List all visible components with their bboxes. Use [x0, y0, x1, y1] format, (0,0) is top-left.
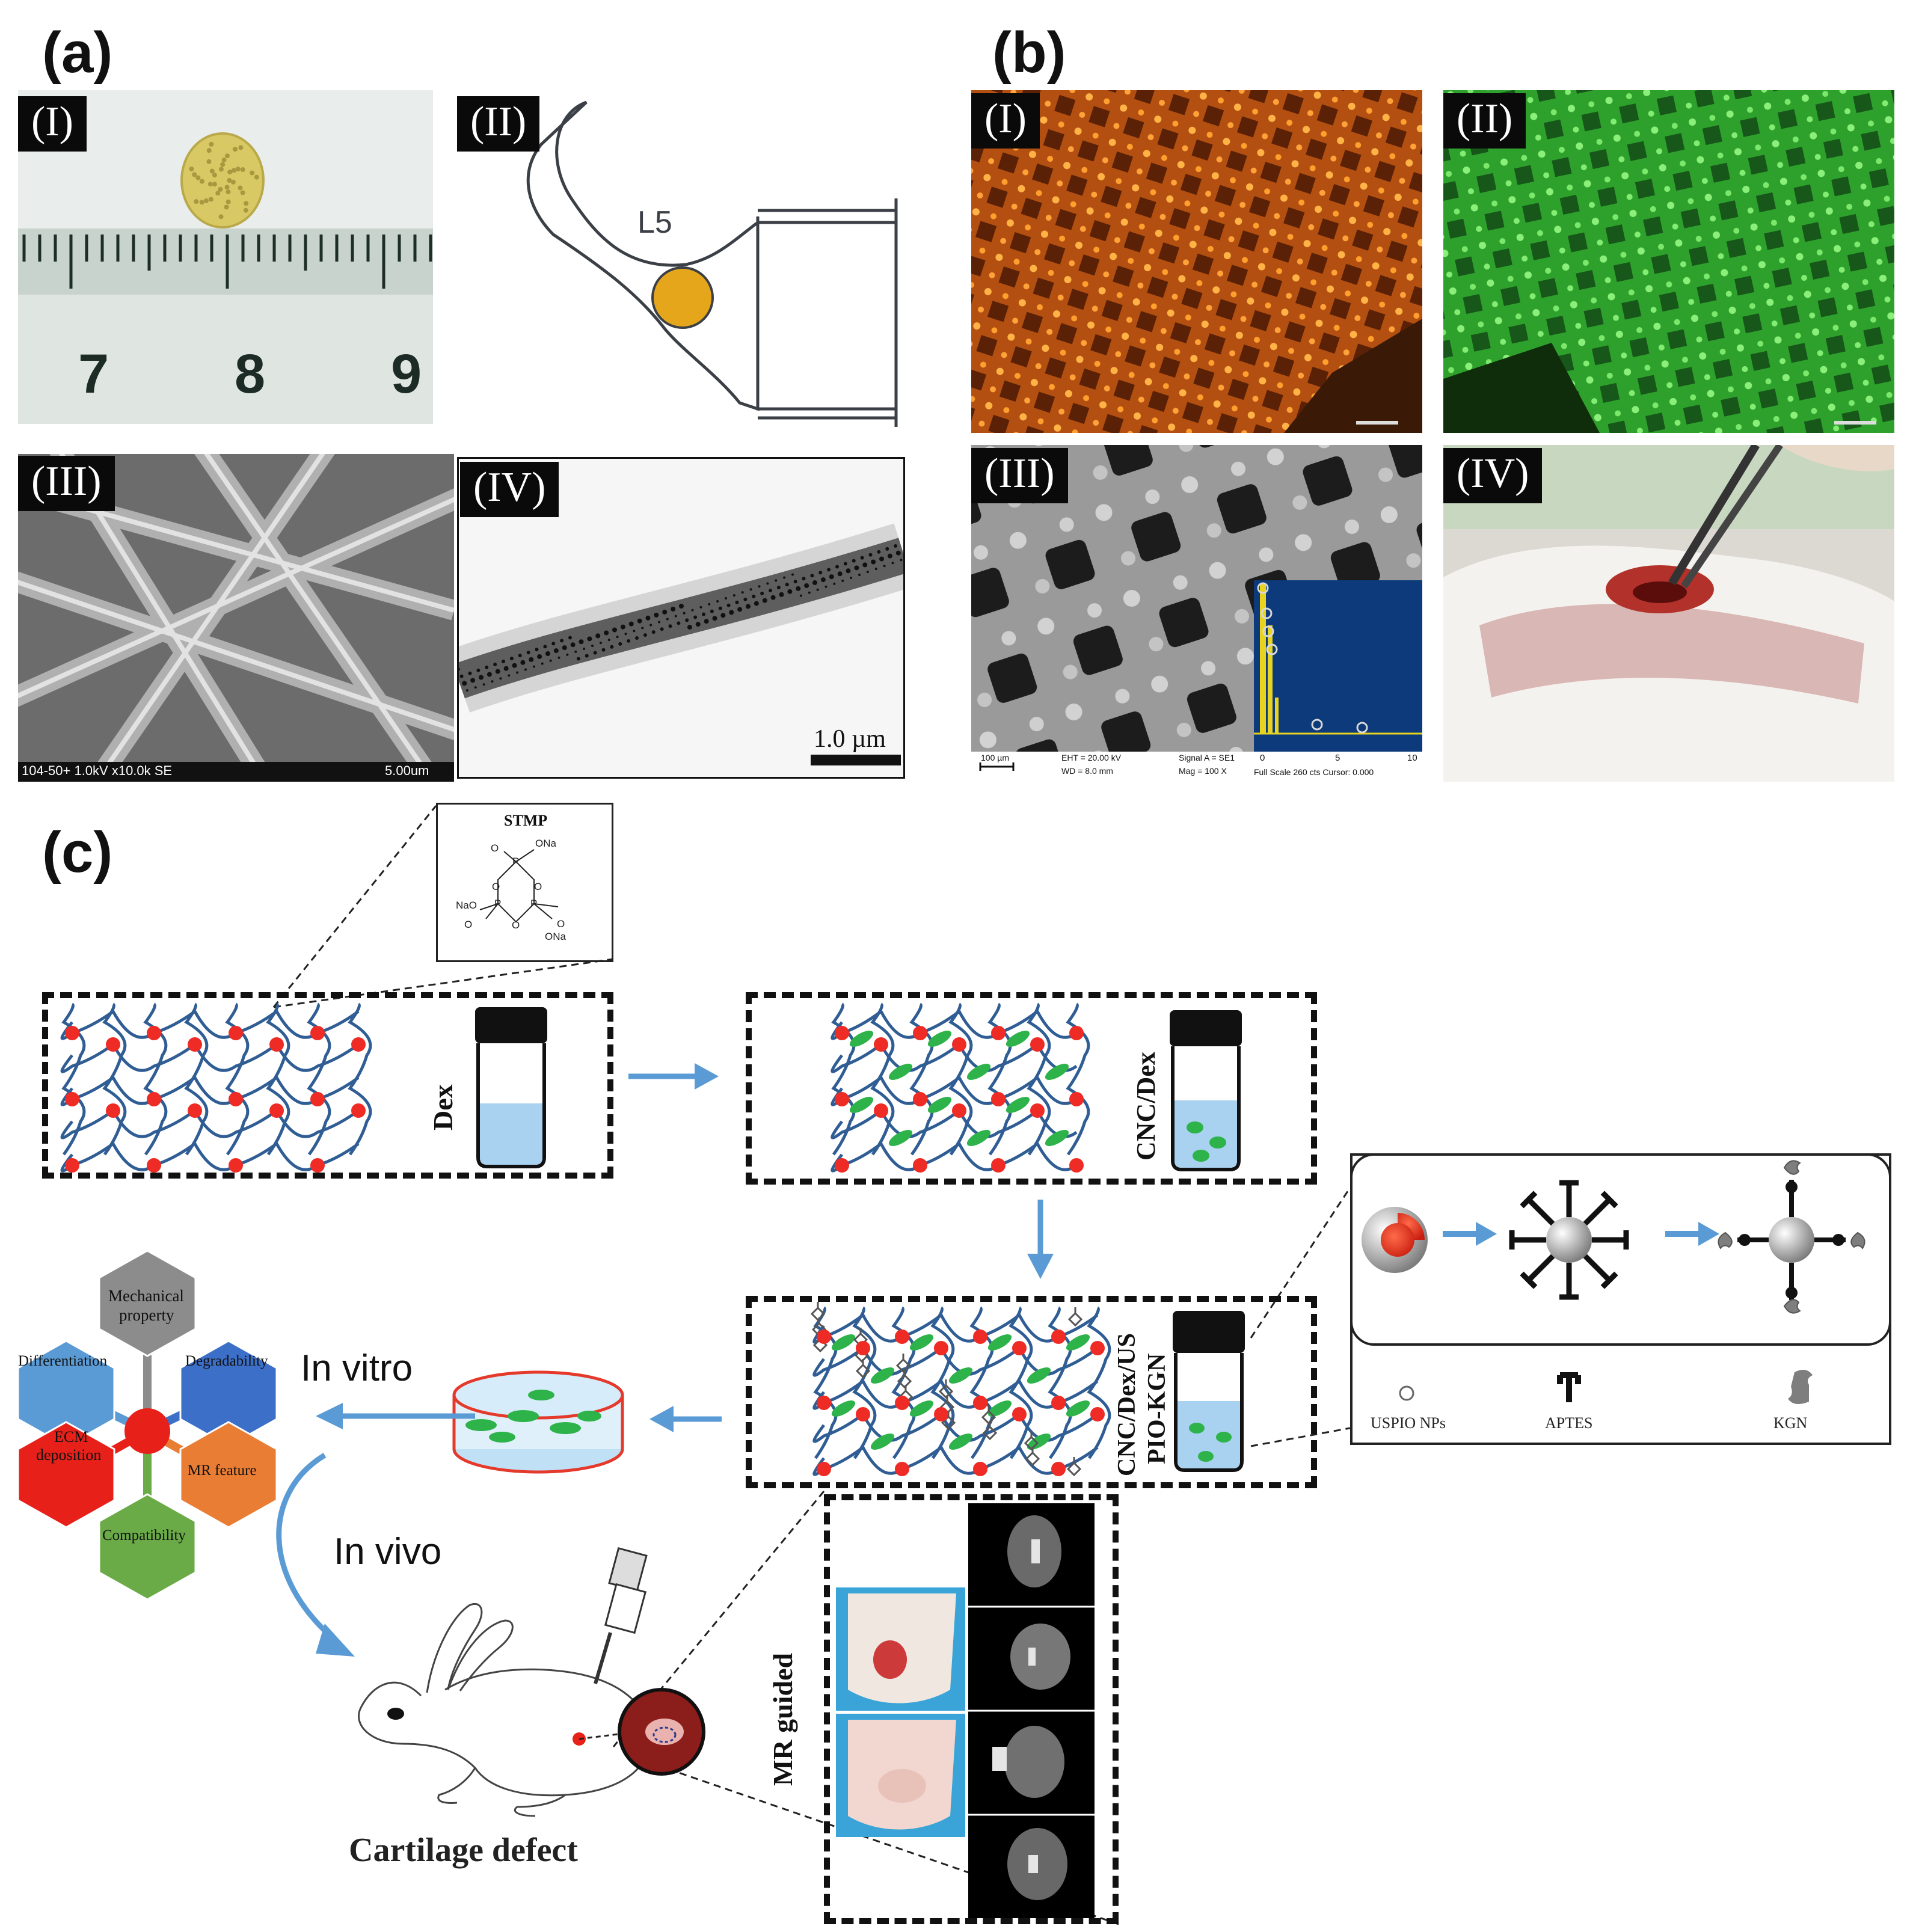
panel-a-letter: (a): [42, 20, 113, 85]
uspio-functionalization-box: USPIO NPs APTES KGN: [1350, 1153, 1891, 1445]
svg-text:O: O: [491, 842, 499, 854]
hex-degradability: Degradability: [185, 1353, 268, 1369]
knee-photo-2-drawing: [848, 1720, 956, 1830]
tem-fiber: [459, 523, 903, 765]
tem-scale: 1.0 µm: [814, 725, 886, 753]
hex-mr-feature: MR feature: [188, 1462, 257, 1479]
dex-network: [60, 1002, 372, 1173]
svg-text:O: O: [492, 881, 500, 892]
ruler-photo: 7 8 9: [18, 90, 433, 424]
knee-photo-1-drawing: [848, 1593, 956, 1704]
eds-axis-10: 10: [1407, 753, 1417, 763]
sem-footer: 104-50+ 1.0kV x10.0k SE: [22, 763, 173, 778]
knee-photo-1: [836, 1587, 965, 1711]
dex-vial: [475, 1007, 547, 1168]
ruler-number-7: 7: [78, 343, 109, 405]
tag-b-IV: (IV): [1443, 448, 1543, 503]
arrow-in-vitro: [316, 1403, 475, 1429]
stmp-nao: NaO: [456, 900, 477, 911]
arrow-dex-to-cnc: [628, 1063, 719, 1090]
uspio-label-line1: CNC/Dex/US: [1113, 1333, 1141, 1476]
legend-aptes: APTES: [1545, 1414, 1593, 1432]
hex-mechanical-2: property: [119, 1306, 174, 1324]
fluorescence-orange-image: [971, 90, 1422, 433]
sem-b-info-1: EHT = 20.00 kV: [1061, 753, 1121, 762]
panel-b-letter: (b): [992, 20, 1066, 85]
mr-guided-label: MR guided: [767, 1652, 798, 1786]
svg-text:P: P: [494, 898, 501, 909]
svg-text:O: O: [512, 919, 520, 931]
cnc-dex-label: CNC/Dex: [1131, 1052, 1161, 1161]
uspio-vial: [1173, 1311, 1245, 1472]
mr-guided-box: [824, 1494, 1119, 1924]
dex-hydrogel-box: Dex: [42, 992, 613, 1179]
scaffold-disk: [452, 1370, 624, 1474]
stmp-ona-bottom: ONa: [545, 931, 566, 942]
sem-b-info-2: WD = 8.0 mm: [1061, 766, 1113, 776]
panel-c-letter: (c): [42, 820, 113, 885]
eds-axis-5: 5: [1335, 753, 1340, 763]
cnc-dex-box: CNC/Dex: [746, 992, 1317, 1185]
uspio-scheme: [1362, 1160, 1865, 1404]
tag-b-I: (I): [971, 93, 1040, 149]
surgery-scene: [1443, 445, 1894, 782]
surgery-photo: [1443, 445, 1894, 782]
svg-text:O: O: [464, 919, 472, 930]
svg-text:O: O: [557, 918, 565, 930]
stmp-ring: P P P O O O O O O: [464, 842, 565, 931]
hex-ecm-1: ECM: [54, 1428, 88, 1446]
tag-a-II: (II): [457, 96, 540, 152]
green-scaffold: [1443, 90, 1894, 433]
arrow-cnc-to-uspio: [1027, 1200, 1054, 1279]
svg-text:P: P: [530, 898, 537, 909]
cnc-dex-uspio-network: [810, 1302, 1111, 1477]
ruler-number-9: 9: [391, 343, 422, 405]
tag-a-I: (I): [18, 96, 87, 152]
cnc-dex-vial: [1170, 1010, 1242, 1171]
sketch-drawing: [526, 100, 898, 427]
svg-text:P: P: [512, 856, 519, 867]
stmp-title: STMP: [504, 812, 548, 829]
svg-text:O: O: [534, 881, 542, 892]
in-vivo-label: In vivo: [334, 1531, 442, 1572]
sem-scale: 5.00um: [385, 763, 429, 778]
ruler-illustration: [18, 132, 433, 424]
tag-b-II: (II): [1443, 93, 1526, 149]
eds-footer: Full Scale 260 cts Cursor: 0.000: [1254, 767, 1374, 777]
arrow-in-vivo: [276, 1453, 355, 1657]
cartilage-defect-label: Cartilage defect: [349, 1832, 578, 1869]
orange-scaffold: [971, 90, 1422, 433]
tag-b-III: (III): [971, 448, 1068, 503]
sem-b-info-3: Signal A = SE1: [1179, 753, 1235, 762]
sem-b-scale: 100 µm: [981, 753, 1009, 762]
rabbit-illustration: [358, 1547, 705, 1817]
ruler-number-8: 8: [235, 343, 266, 405]
tag-a-III: (III): [18, 456, 115, 511]
in-vitro-label: In vitro: [301, 1348, 413, 1389]
sem-scaffold: [971, 445, 1422, 782]
stmp-structure-box: STMP P P P O O O O O O ONa NaO ONa: [436, 803, 613, 962]
hex-mechanical-1: Mechanical: [108, 1287, 184, 1305]
property-hexagons: [17, 1250, 278, 1601]
hex-differentiation: Differentiation: [18, 1353, 108, 1369]
mri-slices: [968, 1515, 1095, 1900]
hex-compatibility: Compatibility: [102, 1527, 186, 1544]
eds-axis-0: 0: [1260, 753, 1265, 763]
tag-a-IV: (IV): [460, 462, 559, 517]
sketch-label: L5: [637, 205, 672, 240]
legend-kgn: KGN: [1773, 1414, 1808, 1432]
dex-label: Dex: [428, 1084, 458, 1130]
cnc-dex-uspio-kgn-box: CNC/Dex/US PIO-KGN: [746, 1296, 1317, 1488]
arrow-to-scaffold: [649, 1406, 722, 1432]
cnc-dex-network: [831, 1002, 1090, 1173]
hex-ecm-2: deposition: [36, 1446, 102, 1464]
uspio-scheme-inner: [1350, 1153, 1891, 1346]
knee-photo-2: [836, 1714, 965, 1837]
sem-b-info-4: Mag = 100 X: [1179, 766, 1227, 776]
stmp-ona-top: ONa: [535, 838, 556, 849]
mri-scans: [968, 1503, 1095, 1918]
legend-uspio: USPIO NPs: [1371, 1414, 1446, 1432]
